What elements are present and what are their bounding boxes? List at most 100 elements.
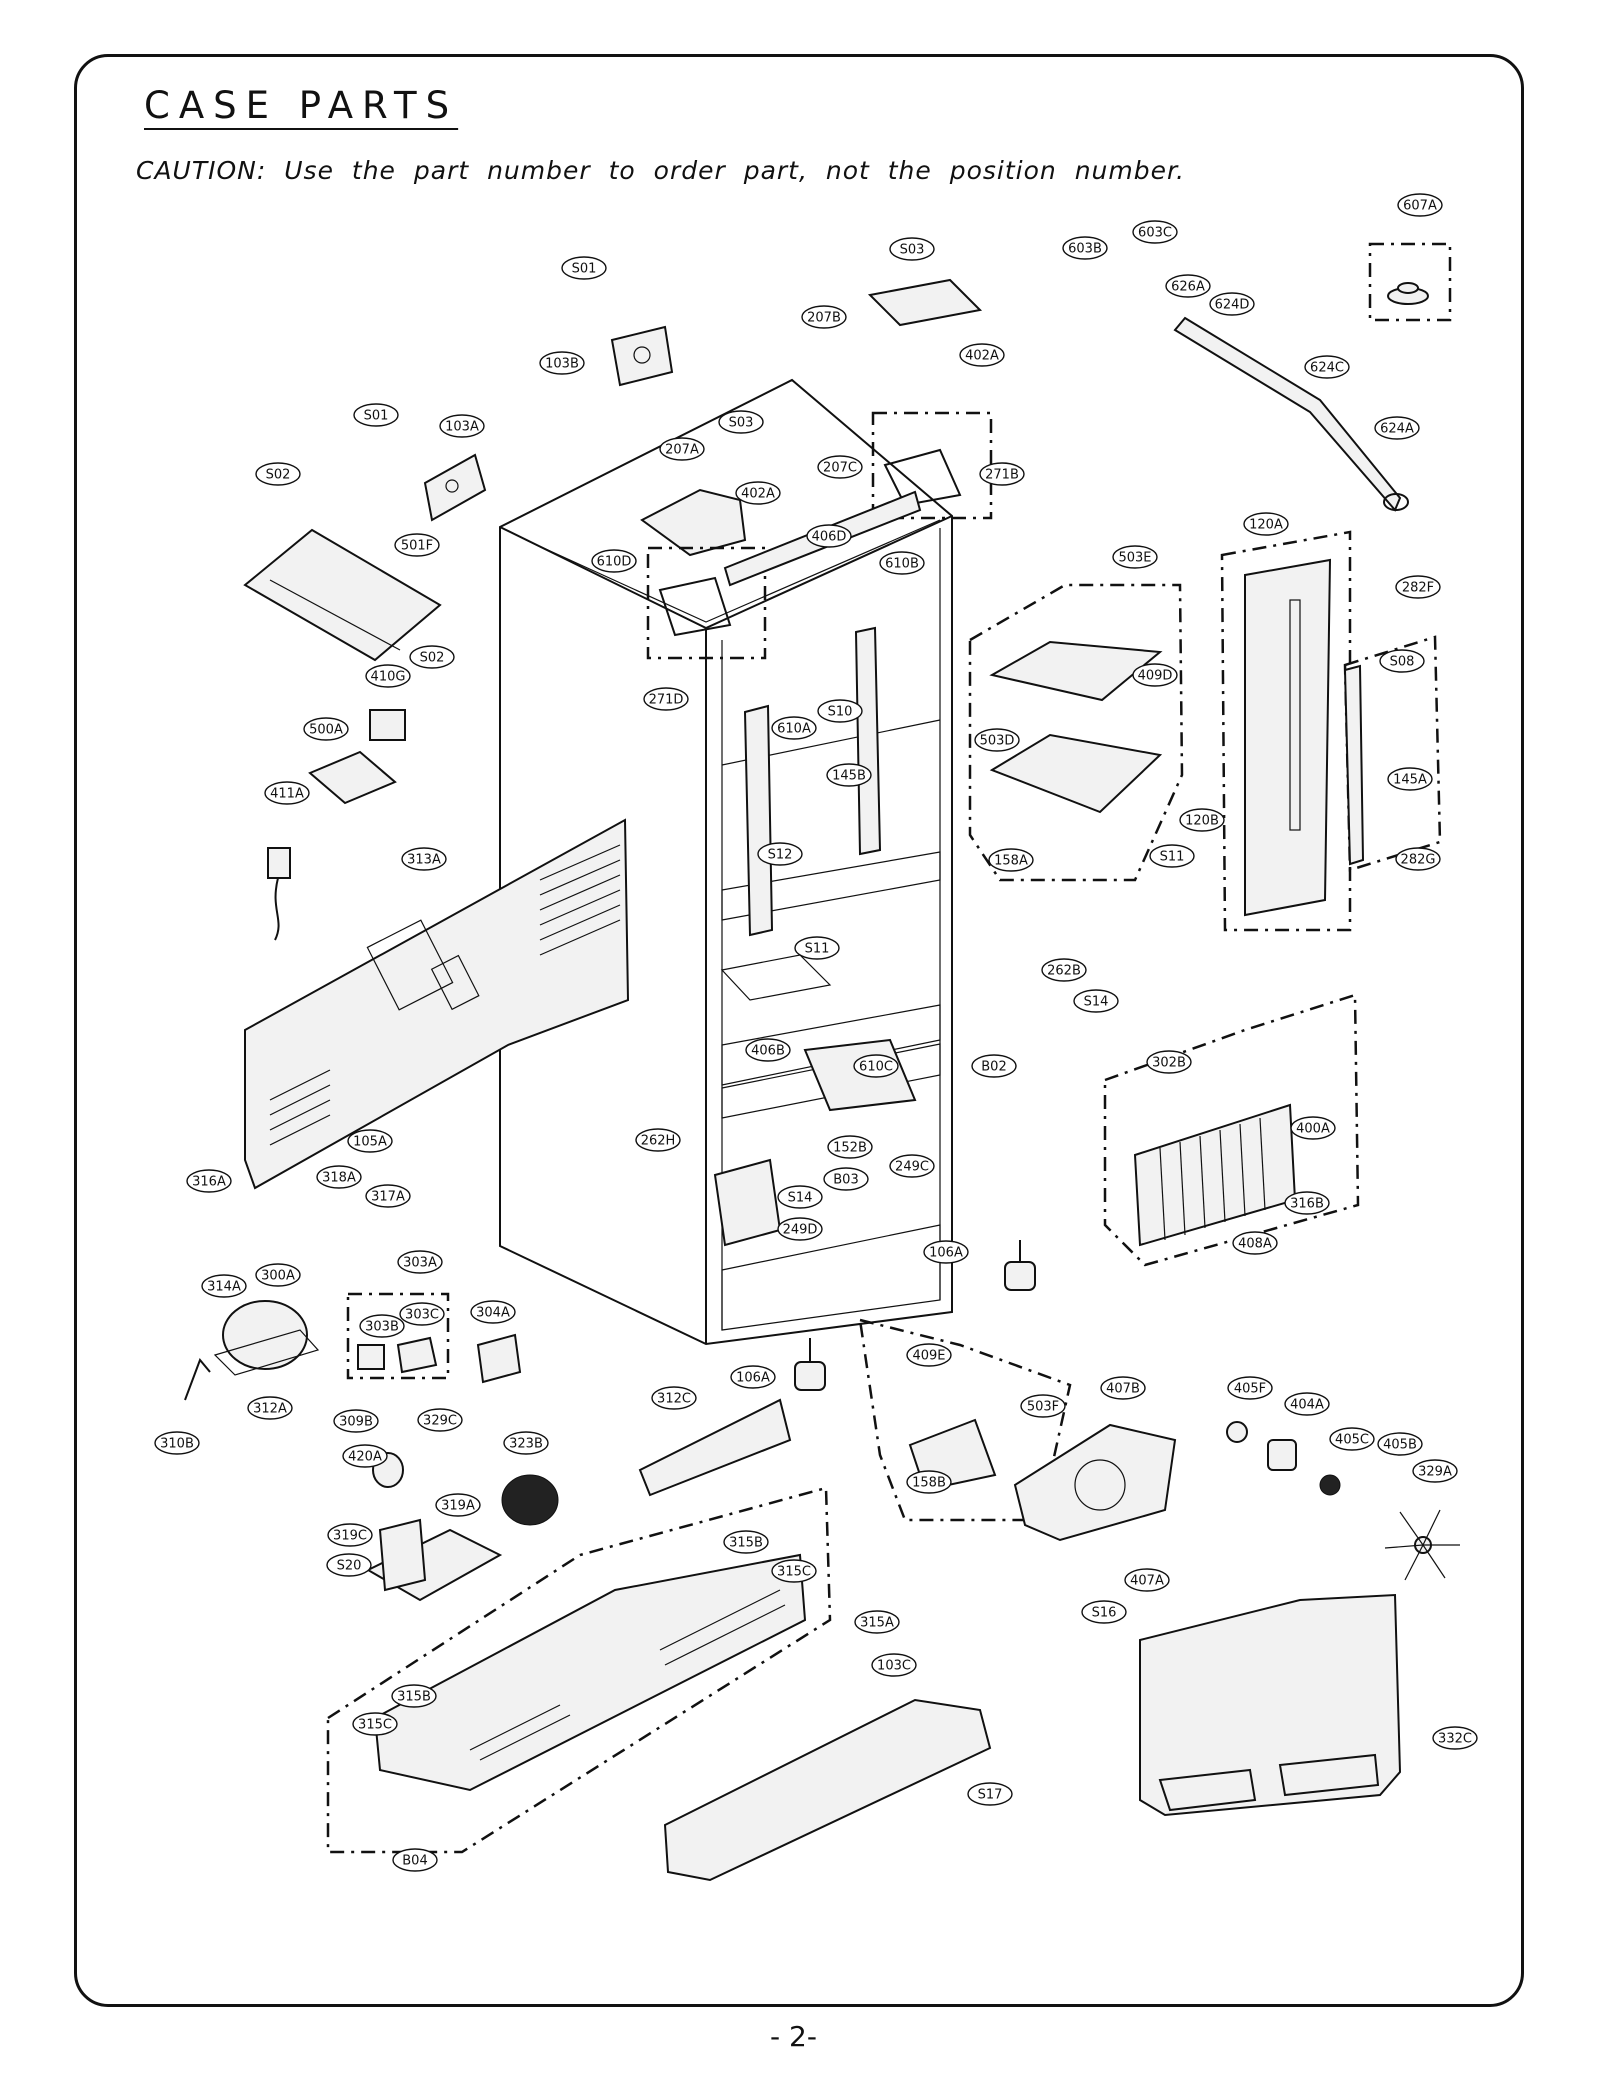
part-329a-fan-blade (1384, 1509, 1460, 1581)
callout-316a: 316A (186, 1169, 232, 1193)
callout-bubble (1284, 1191, 1330, 1215)
callout-label: 410G (371, 670, 406, 685)
callout-label: 404A (1290, 1398, 1324, 1413)
callout-label: 145A (1393, 773, 1427, 788)
callout-label: 103B (545, 357, 579, 372)
callout-s12: S12 (757, 842, 803, 866)
part-313a-back-cover (244, 818, 630, 1190)
callout-271b: 271B (979, 462, 1025, 486)
callout-label: 315C (358, 1718, 392, 1733)
callout-120a: 120A (1243, 512, 1289, 536)
callout-319c: 319C (327, 1523, 373, 1547)
callout-label: 303C (405, 1308, 439, 1323)
callout-label: 626A (1171, 280, 1205, 295)
callout-label: S14 (788, 1191, 813, 1206)
callout-bubble (777, 1185, 823, 1209)
callout-label: 411A (270, 787, 304, 802)
callout-label: 282F (1402, 581, 1434, 596)
callout-503f: 503F (1020, 1394, 1066, 1418)
callout-label: S11 (805, 942, 830, 957)
callout-271d: 271D (643, 687, 689, 711)
callout-label: B02 (981, 1060, 1006, 1075)
callout-bubble (1432, 1726, 1478, 1750)
callout-bubble (723, 1530, 769, 1554)
callout-label: 207B (807, 311, 841, 326)
callout-420a: 420A (342, 1444, 388, 1468)
callout-label: 271B (985, 468, 1019, 483)
callout-label: 315B (397, 1690, 431, 1705)
callout-bubble (1232, 1231, 1278, 1255)
callout-bubble (643, 687, 689, 711)
callout-label: 603C (1138, 226, 1172, 241)
part-404a-motor (1267, 1439, 1297, 1471)
callout-bubble (906, 1343, 952, 1367)
callout-bubble (1165, 274, 1211, 298)
callout-bubble (333, 1409, 379, 1433)
part-rail-left (743, 704, 774, 937)
callout-bubble (255, 462, 301, 486)
callout-s20: S20 (326, 1553, 372, 1577)
callout-402a: 402A (735, 481, 781, 505)
callout-bubble (303, 717, 349, 741)
callout-103b: 103B (539, 351, 585, 375)
part-207a-hinge-bracket (640, 488, 747, 557)
callout-label: 405F (1234, 1382, 1266, 1397)
callout-label: S03 (900, 243, 925, 258)
callout-label: 315B (729, 1536, 763, 1551)
callout-bubble (889, 237, 935, 261)
callout-s11: S11 (794, 936, 840, 960)
callout-label: 503F (1027, 1400, 1059, 1415)
callout-label: 323B (509, 1437, 543, 1452)
callout-407a: 407A (1124, 1568, 1170, 1592)
callout-label: 316B (1290, 1197, 1324, 1212)
callout-410g: 410G (365, 664, 411, 688)
callout-bubble (826, 763, 872, 787)
callout-bubble (745, 1038, 791, 1062)
callout-bubble (1062, 236, 1108, 260)
callout-label: 158B (912, 1476, 946, 1491)
callout-label: 310B (160, 1437, 194, 1452)
part-315a-base-group (326, 1486, 832, 1854)
callout-bubble (974, 728, 1020, 752)
callout-503e: 503E (1112, 545, 1158, 569)
callout-408a: 408A (1232, 1231, 1278, 1255)
callout-312c: 312C (651, 1386, 697, 1410)
callout-label: 249C (895, 1160, 929, 1175)
callout-s14: S14 (777, 1185, 823, 1209)
part-271b-hinge-box (871, 411, 993, 520)
callout-312a: 312A (247, 1396, 293, 1420)
part-410g-switch (369, 709, 406, 741)
callout-label: S11 (1160, 850, 1185, 865)
callout-label: 315A (860, 1616, 894, 1631)
callout-label: 610C (859, 1060, 893, 1075)
callout-b04: B04 (392, 1848, 438, 1872)
callout-label: S12 (768, 848, 793, 863)
callout-label: S01 (364, 409, 389, 424)
callout-bubble (417, 1408, 463, 1432)
callout-207c: 207C (817, 455, 863, 479)
callout-152b: 152B (827, 1135, 873, 1159)
callout-bubble (730, 1365, 776, 1389)
callout-282g: 282G (1395, 847, 1441, 871)
callout-503d: 503D (974, 728, 1020, 752)
callout-106a: 106A (730, 1365, 776, 1389)
callout-409e: 409E (906, 1343, 952, 1367)
callout-bubble (777, 1217, 823, 1241)
callout-249d: 249D (777, 1217, 823, 1241)
callout-bubble (979, 462, 1025, 486)
callout-label: S10 (828, 705, 853, 720)
callout-bubble (1209, 292, 1255, 316)
callout-label: 610D (597, 555, 632, 570)
callout-label: 409E (912, 1349, 945, 1364)
callout-label: S03 (729, 416, 754, 431)
callout-bubble (801, 305, 847, 329)
callout-label: 317A (371, 1190, 405, 1205)
callout-103a: 103A (439, 414, 485, 438)
callout-s17: S17 (967, 1782, 1013, 1806)
callout-249c: 249C (889, 1154, 935, 1178)
callout-bubble (806, 524, 852, 548)
callout-s14: S14 (1073, 989, 1119, 1013)
callout-bubble (817, 699, 863, 723)
part-249d-duct (713, 1158, 782, 1247)
